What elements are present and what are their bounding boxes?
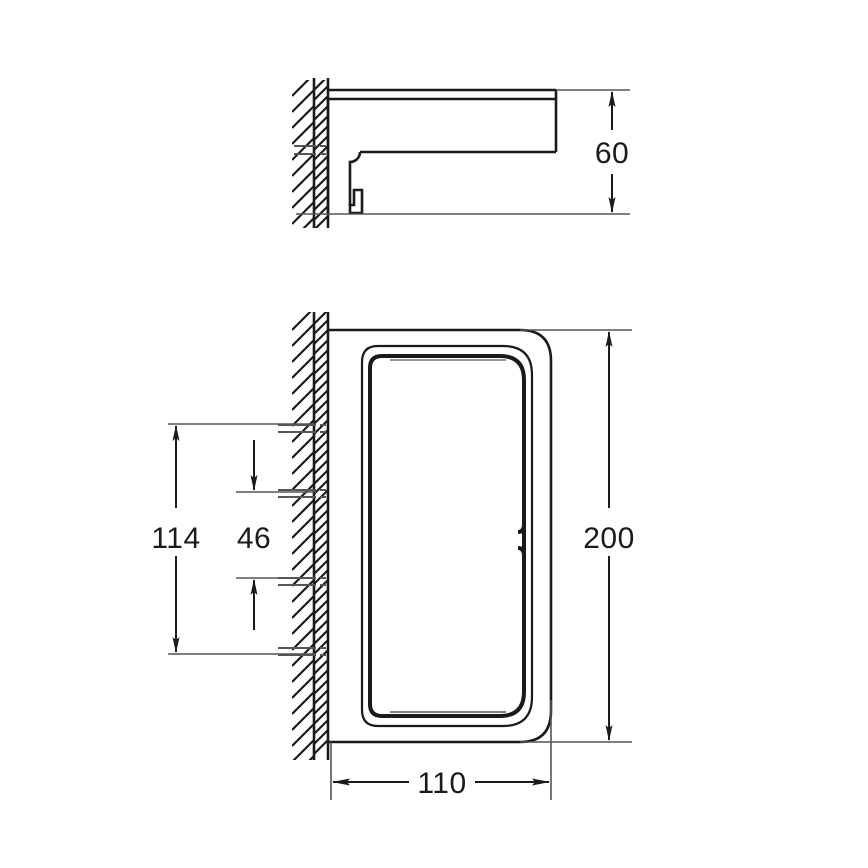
front-view-extension-lines-left: [168, 423, 316, 655]
front-view-group: 200 110 114 46: [151, 312, 635, 800]
shelf-outer-body: [328, 328, 553, 744]
dimension-114: 114: [151, 425, 200, 653]
side-view-group: 60: [292, 78, 630, 228]
side-view-center-mark: [294, 145, 326, 155]
dimension-60-label: 60: [595, 137, 629, 170]
dimension-200-label: 200: [583, 522, 635, 555]
dimension-200: 200: [583, 331, 635, 741]
front-view-wall-hatch: [292, 312, 314, 760]
front-view-wall-lines: [312, 312, 330, 760]
front-view-extension-lines-right: [520, 329, 632, 743]
front-view-extension-lines-bottom: [330, 700, 552, 800]
dimension-46: 46: [237, 440, 271, 630]
shelf-hook-detail: [348, 188, 364, 215]
dimension-110-label: 110: [417, 767, 466, 800]
dimension-114-label: 114: [151, 522, 200, 555]
shelf-side-profile: [326, 88, 558, 214]
shelf-side-slot-detail: [517, 380, 526, 692]
shelf-inner-frame-inner: [368, 354, 526, 718]
shelf-inner-frame-outer: [360, 344, 534, 728]
dimension-110: 110: [332, 767, 550, 800]
dimension-60: 60: [595, 91, 629, 213]
dimension-46-label: 46: [237, 522, 271, 555]
